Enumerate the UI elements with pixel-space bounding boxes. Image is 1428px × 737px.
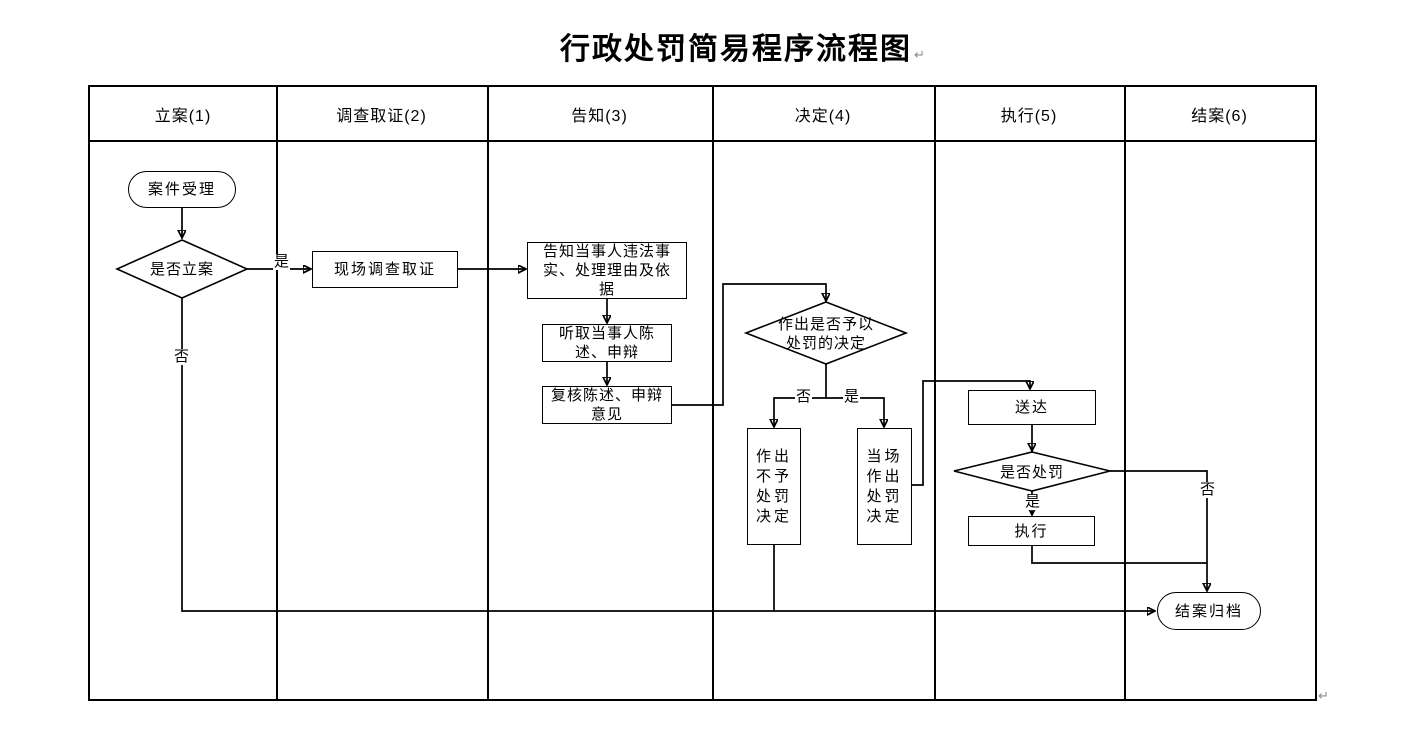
paragraph-mark-icon: ↵ [1318, 688, 1329, 703]
node-no-penalty-decision: 作出不予处罚决定 [747, 428, 801, 545]
node-deliver: 送达 [968, 390, 1096, 425]
edge-label-is-file-yes: 是 [273, 253, 291, 270]
lane-header-1: 立案(1) [90, 87, 276, 142]
node-archive: 结案归档 [1157, 592, 1261, 630]
node-listen: 听取当事人陈述、申辩 [542, 324, 672, 362]
swimlane-table: 立案(1) 调查取证(2) 告知(3) 决定(4) 执行(5) 结案(6) [88, 85, 1317, 701]
node-is-file: 是否立案 [149, 261, 214, 278]
lane-header-6: 结案(6) [1124, 87, 1315, 142]
edge-label-is-file-no: 否 [173, 348, 191, 365]
title-row: 行政处罚简易程序流程图↵ [560, 24, 925, 68]
node-case-accept: 案件受理 [128, 171, 236, 208]
node-execute: 执行 [968, 516, 1095, 546]
paragraph-mark-icon: ↵ [914, 46, 925, 62]
edge-label-is-penalty-yes: 是 [1024, 493, 1042, 510]
page-title: 行政处罚简易程序流程图 [560, 33, 912, 66]
edge-label-decide-no: 否 [795, 388, 813, 405]
swimlane-column-2: 调查取证(2) [276, 87, 489, 699]
node-is-penalty: 是否处罚 [999, 464, 1064, 481]
lane-header-5: 执行(5) [934, 87, 1124, 142]
node-decide-penalty: 作出是否予以处罚的决定 [777, 316, 874, 352]
node-onsite-penalty-decision: 当场作出处罚决定 [857, 428, 912, 545]
node-onsite-investigation: 现场调查取证 [312, 251, 458, 288]
edge-label-is-penalty-no: 否 [1199, 481, 1217, 498]
lane-header-3: 告知(3) [487, 87, 712, 142]
node-review: 复核陈述、申辩意见 [542, 386, 672, 424]
swimlane-column-6: 结案(6) [1124, 87, 1315, 699]
edge-label-decide-yes: 是 [843, 388, 861, 405]
lane-header-2: 调查取证(2) [276, 87, 487, 142]
swimlane-column-4: 决定(4) [712, 87, 936, 699]
lane-header-4: 决定(4) [712, 87, 934, 142]
node-notify: 告知当事人违法事实、处理理由及依据 [527, 242, 687, 299]
